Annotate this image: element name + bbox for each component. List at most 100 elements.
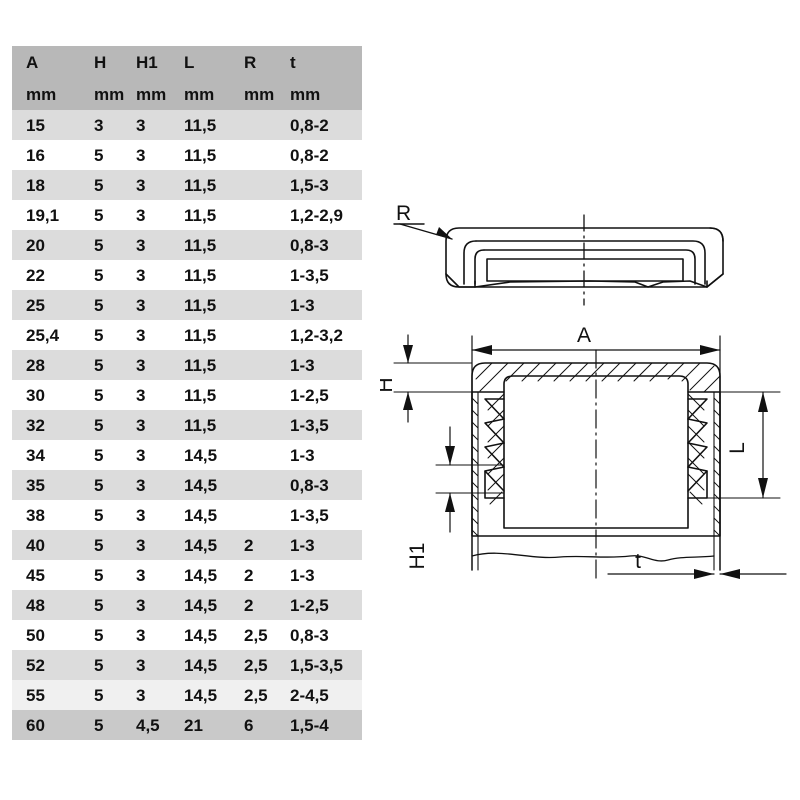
cell-l: 14,5 xyxy=(184,685,218,705)
cell-t: 0,8-2 xyxy=(290,115,329,135)
cell-h1: 3 xyxy=(136,655,146,675)
cell-r: 2 xyxy=(244,535,254,555)
cell-l: 11,5 xyxy=(184,145,217,165)
label-h1: H1 xyxy=(406,543,429,570)
cell-h: 5 xyxy=(94,445,104,465)
cell-h1: 3 xyxy=(136,475,146,495)
cell-h1: 3 xyxy=(136,235,146,255)
cell-h: 5 xyxy=(94,715,104,735)
cell-t: 1,2-3,2 xyxy=(290,325,343,345)
cell-h: 5 xyxy=(94,655,104,675)
cell-a: 25,4 xyxy=(26,325,60,345)
cell-h1: 3 xyxy=(136,505,146,525)
cell-h: 5 xyxy=(94,475,104,495)
cell-t: 1-3 xyxy=(290,535,315,555)
cell-h1: 3 xyxy=(136,415,146,435)
cell-l: 14,5 xyxy=(184,535,218,555)
spec-table-head: A H H1 L R t mm mm mm mm mm mm xyxy=(12,46,362,110)
cell-h: 5 xyxy=(94,265,104,285)
cell-h: 5 xyxy=(94,535,104,555)
col-unit-h1: mm xyxy=(136,84,167,104)
cell-t: 1-3,5 xyxy=(290,415,329,435)
cell-a: 15 xyxy=(26,115,45,135)
table-header-row-labels: A H H1 L R t xyxy=(12,46,362,78)
top-view-cap xyxy=(445,214,724,306)
cell-l: 14,5 xyxy=(184,595,218,615)
cell-a: 32 xyxy=(26,415,45,435)
cell-t: 1-3,5 xyxy=(290,505,329,525)
cell-r xyxy=(242,170,288,200)
cell-r xyxy=(242,140,288,170)
cell-h1: 4,5 xyxy=(136,715,160,735)
dimension-t xyxy=(607,569,787,579)
label-r: R xyxy=(396,202,411,225)
cell-h: 5 xyxy=(94,625,104,645)
cell-a: 34 xyxy=(26,445,45,465)
dimension-h xyxy=(393,334,473,423)
cell-r: 2,5 xyxy=(244,685,268,705)
cell-t: 0,8-3 xyxy=(290,625,329,645)
cell-h1: 3 xyxy=(136,385,146,405)
cell-l: 14,5 xyxy=(184,565,218,585)
cell-l: 11,5 xyxy=(184,265,217,285)
cell-h: 5 xyxy=(94,385,104,405)
break-line xyxy=(471,552,715,562)
cell-a: 28 xyxy=(26,355,45,375)
cell-r: 2,5 xyxy=(244,655,268,675)
cell-l: 11,5 xyxy=(184,235,217,255)
cell-a: 19,1 xyxy=(26,205,60,225)
cell-a: 38 xyxy=(26,505,45,525)
cell-a: 16 xyxy=(26,145,45,165)
cell-t: 1,5-3,5 xyxy=(290,655,343,675)
cell-l: 11,5 xyxy=(184,205,217,225)
radius-leader xyxy=(393,223,453,240)
table-row: 35 5 3 14,5 0,8-3 xyxy=(12,470,362,500)
label-h: H xyxy=(380,377,397,392)
cell-l: 21 xyxy=(184,715,203,735)
cell-a: 52 xyxy=(26,655,45,675)
cell-t: 1-2,5 xyxy=(290,385,329,405)
cell-h1: 3 xyxy=(136,355,146,375)
cell-h1: 3 xyxy=(136,565,146,585)
dimension-l xyxy=(687,391,781,499)
cell-l: 11,5 xyxy=(184,325,217,345)
cell-r xyxy=(242,110,288,140)
cell-h1: 3 xyxy=(136,685,146,705)
col-header-h1: H1 xyxy=(136,52,158,72)
label-a: A xyxy=(577,324,591,347)
cell-l: 14,5 xyxy=(184,475,218,495)
cell-a: 60 xyxy=(26,715,45,735)
cell-t: 0,8-3 xyxy=(290,475,329,495)
cell-t: 1-3 xyxy=(290,565,315,585)
cell-a: 35 xyxy=(26,475,45,495)
col-unit-h: mm xyxy=(94,84,125,104)
cell-t: 0,8-3 xyxy=(290,235,329,255)
cell-h: 5 xyxy=(94,685,104,705)
section-hatching xyxy=(475,362,721,505)
cell-a: 30 xyxy=(26,385,45,405)
cell-h: 5 xyxy=(94,295,104,315)
cell-h: 3 xyxy=(94,115,104,135)
col-unit-t: mm xyxy=(290,84,321,104)
cell-r xyxy=(242,500,288,530)
cell-t: 1-3 xyxy=(290,355,315,375)
col-header-h: H xyxy=(94,52,107,72)
cell-t: 1-3 xyxy=(290,295,315,315)
cell-t: 0,8-2 xyxy=(290,145,329,165)
dimension-h1 xyxy=(435,426,505,533)
cell-t: 1,2-2,9 xyxy=(290,205,343,225)
cell-r xyxy=(242,410,288,440)
section-view-cap xyxy=(471,349,721,581)
cell-r xyxy=(242,470,288,500)
cell-r: 6 xyxy=(244,715,254,735)
